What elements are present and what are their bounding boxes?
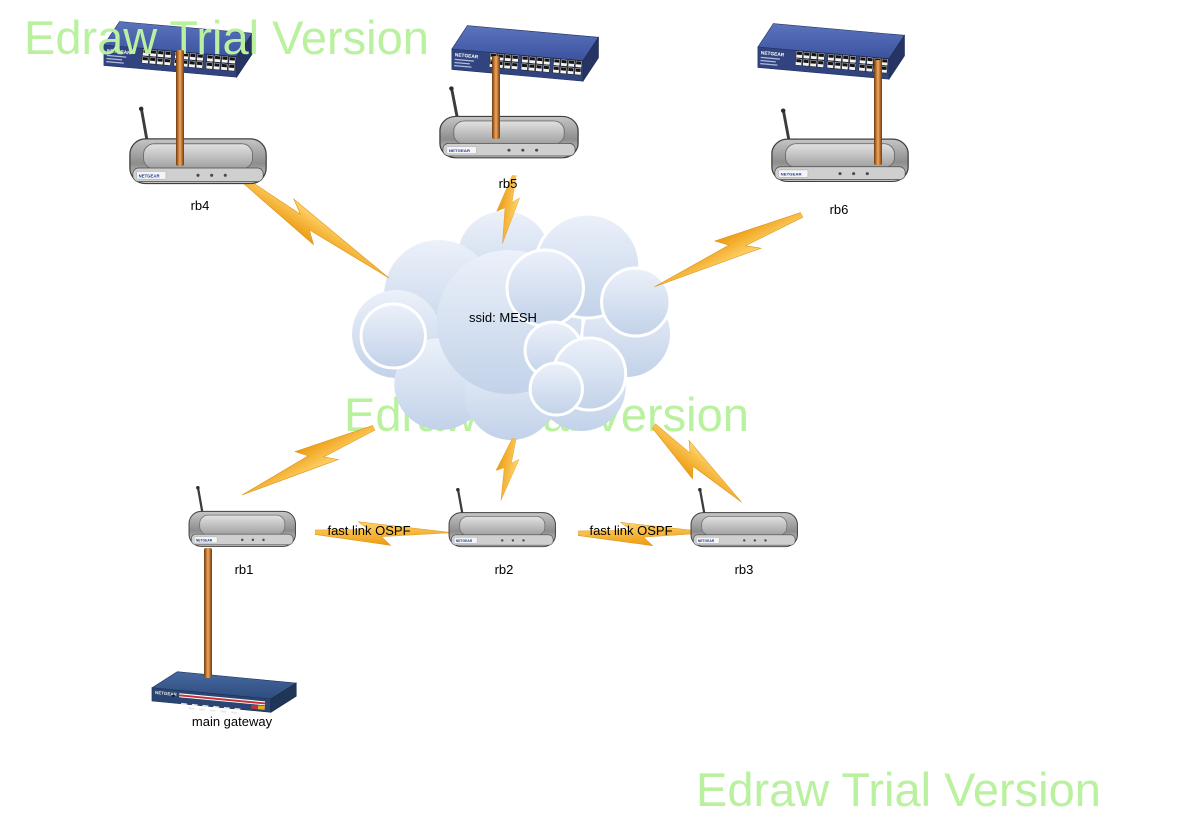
cloud-ssid-label: ssid: MESH [469, 310, 537, 325]
ethernet-cable-switch1-rb4[interactable] [176, 50, 184, 166]
watermark-top-left: Edraw Trial Version [24, 11, 429, 64]
router-label-rb3: rb3 [734, 562, 754, 577]
wireless-router-rb6[interactable] [768, 106, 914, 198]
wireless-router-rb5[interactable] [436, 84, 584, 174]
watermark-bottom-right: Edraw Trial Version [696, 763, 1101, 816]
router-label-rb2: rb2 [494, 562, 514, 577]
ospf-link-label-left: fast link OSPF [327, 523, 411, 538]
wireless-router-rb4[interactable] [126, 104, 272, 201]
wireless-router-rb3[interactable] [688, 486, 802, 560]
ospf-link-label-right: fast link OSPF [589, 523, 673, 538]
ethernet-cable-rb1-gateway[interactable] [204, 548, 212, 678]
ethernet-cable-switch3-rb6[interactable] [874, 60, 882, 165]
router-label-rb1: rb1 [234, 562, 254, 577]
router-label-rb5: rb5 [498, 176, 518, 191]
network-switch-top-middle[interactable] [448, 10, 612, 88]
network-switch-top-right[interactable] [754, 8, 918, 86]
main-gateway-device[interactable] [150, 650, 306, 718]
gateway-label: main gateway [191, 714, 273, 729]
wireless-router-rb2[interactable] [446, 486, 560, 560]
router-label-rb4: rb4 [190, 198, 210, 213]
ethernet-cable-switch2-rb5[interactable] [492, 56, 500, 139]
router-label-rb6: rb6 [829, 202, 849, 217]
